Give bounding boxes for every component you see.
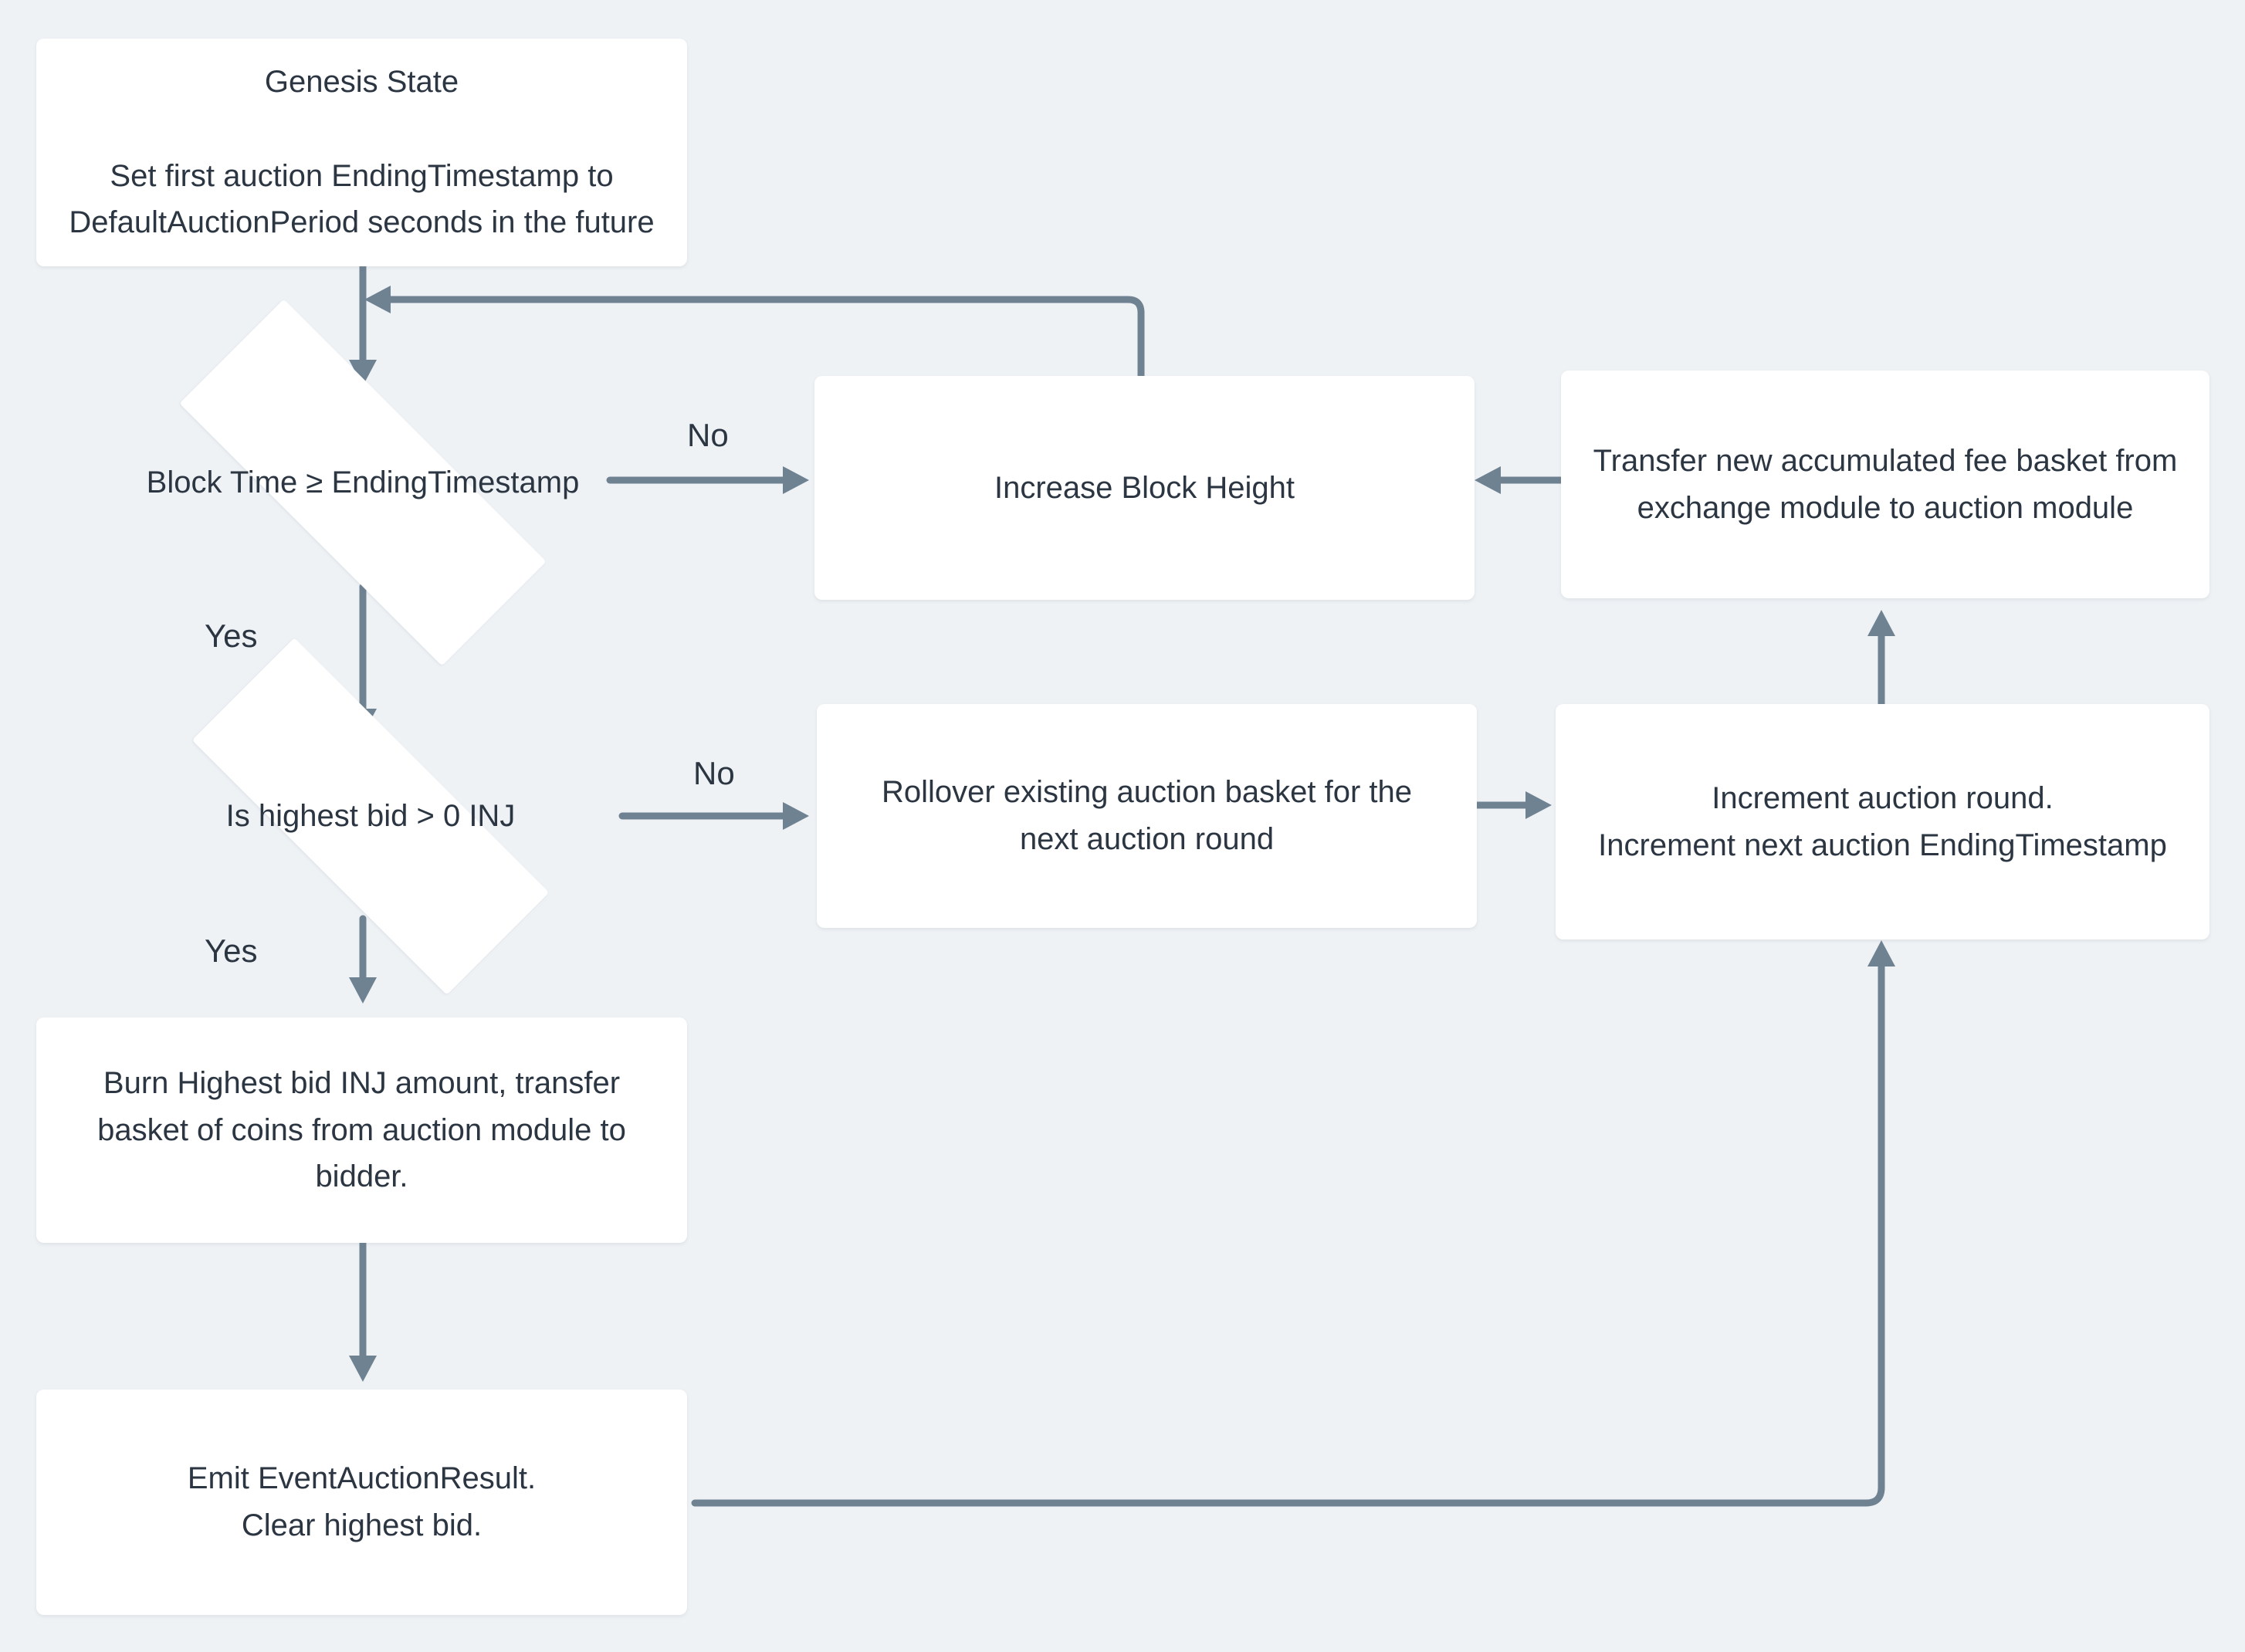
edge-highest-bid-yes-to-burn	[349, 915, 377, 1004]
node-burn-highest-bid-label: Burn Highest bid INJ amount, transfer ba…	[97, 1065, 626, 1194]
edge-increment-round-to-transfer	[1867, 610, 1895, 708]
edge-block-time-no-to-increase-block-height	[606, 466, 809, 494]
node-increase-block-height[interactable]: Increase Block Height	[814, 376, 1475, 600]
node-decision-block-time[interactable]: Block Time ≥ EndingTimestamp	[100, 299, 625, 666]
edge-burn-to-emit-event	[349, 1239, 377, 1382]
edge-increase-block-height-to-block-time	[364, 286, 1145, 380]
node-increment-round-label: Increment auction round. Increment next …	[1598, 780, 2167, 862]
edge-label-highest-bid-no: No	[693, 755, 735, 791]
node-genesis-state[interactable]: Genesis State Set first auction EndingTi…	[36, 39, 687, 266]
edge-emit-event-to-increment-round	[691, 940, 1895, 1507]
edge-transfer-to-increase-block-height	[1475, 466, 1565, 494]
node-rollover-basket-label: Rollover existing auction basket for the…	[881, 775, 1413, 856]
node-burn-highest-bid[interactable]: Burn Highest bid INJ amount, transfer ba…	[36, 1017, 687, 1243]
node-genesis-state-label: Genesis State Set first auction EndingTi…	[69, 64, 655, 240]
node-decision-block-time-label: Block Time ≥ EndingTimestamp	[146, 465, 580, 499]
node-increment-round[interactable]: Increment auction round. Increment next …	[1556, 704, 2209, 939]
edge-label-block-time-no: No	[687, 417, 729, 453]
node-transfer-fee-basket[interactable]: Transfer new accumulated fee basket from…	[1561, 371, 2209, 598]
node-emit-event-label: Emit EventAuctionResult. Clear highest b…	[187, 1461, 537, 1542]
edge-label-highest-bid-yes: Yes	[205, 933, 258, 969]
node-decision-highest-bid[interactable]: Is highest bid > 0 INJ	[116, 638, 625, 995]
node-emit-event[interactable]: Emit EventAuctionResult. Clear highest b…	[36, 1390, 687, 1615]
edge-rollover-to-increment-round	[1472, 791, 1552, 819]
edge-label-block-time-yes: Yes	[205, 618, 258, 654]
node-increase-block-height-label: Increase Block Height	[994, 470, 1295, 505]
edge-highest-bid-no-to-rollover	[618, 802, 809, 830]
node-decision-highest-bid-label: Is highest bid > 0 INJ	[225, 799, 516, 833]
node-rollover-basket[interactable]: Rollover existing auction basket for the…	[817, 704, 1477, 928]
node-transfer-fee-basket-label: Transfer new accumulated fee basket from…	[1593, 443, 2178, 525]
